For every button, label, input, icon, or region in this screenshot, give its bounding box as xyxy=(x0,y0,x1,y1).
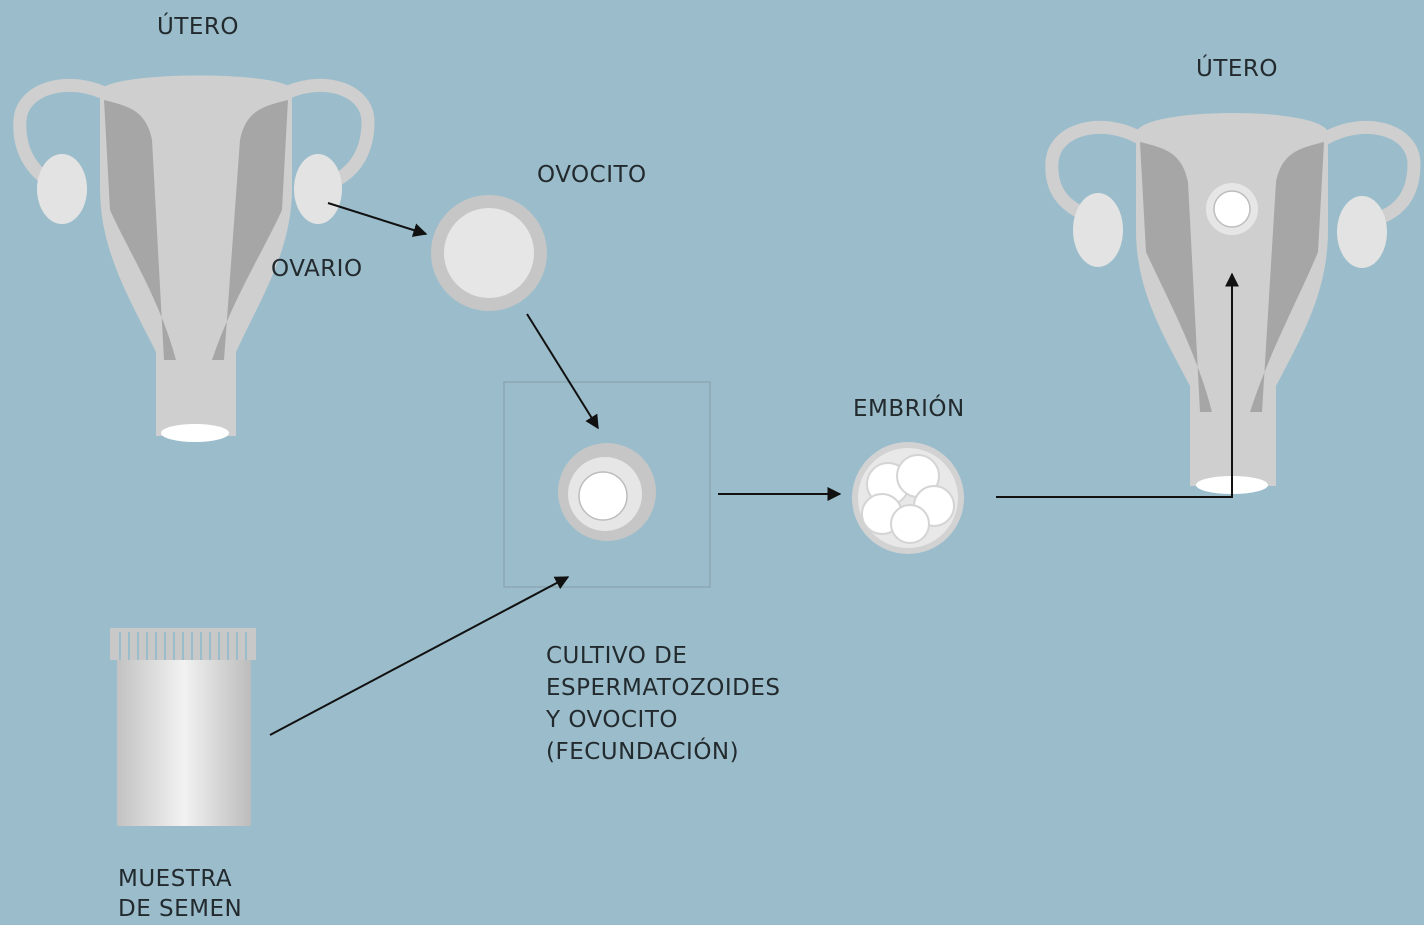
arrow-semen-to-dish xyxy=(270,577,568,735)
oocyte-cell xyxy=(431,195,547,311)
label-culture-line2: ESPERMATOZOIDES xyxy=(546,673,780,704)
ovary-right-a xyxy=(1073,193,1123,267)
label-ovary: OVARIO xyxy=(271,254,363,285)
arrow-ovary-to-oocyte xyxy=(328,203,426,234)
fertilized-cell xyxy=(558,443,656,541)
label-uterus-left: ÚTERO xyxy=(157,12,239,43)
implanted-embryo-core xyxy=(1214,191,1250,227)
label-semen-line1: MUESTRA xyxy=(118,864,232,895)
label-culture-line1: CULTIVO DE xyxy=(546,641,687,672)
label-uterus-right: ÚTERO xyxy=(1196,54,1278,85)
label-oocyte: OVOCITO xyxy=(537,160,647,191)
label-semen-line2: DE SEMEN xyxy=(118,894,242,925)
ovary-right-b xyxy=(1337,196,1387,268)
ovary-left xyxy=(37,154,87,224)
label-embryo: EMBRIÓN xyxy=(853,394,965,425)
semen-sample-jar xyxy=(110,628,256,826)
ovary-right xyxy=(294,154,342,224)
label-culture-line4: (FECUNDACIÓN) xyxy=(546,737,739,768)
embryo-cell xyxy=(852,442,964,554)
arrows xyxy=(270,203,1232,735)
label-culture-line3: Y OVOCITO xyxy=(546,705,678,736)
cervix-opening-left xyxy=(161,424,229,442)
arrow-oocyte-to-dish xyxy=(527,314,598,428)
